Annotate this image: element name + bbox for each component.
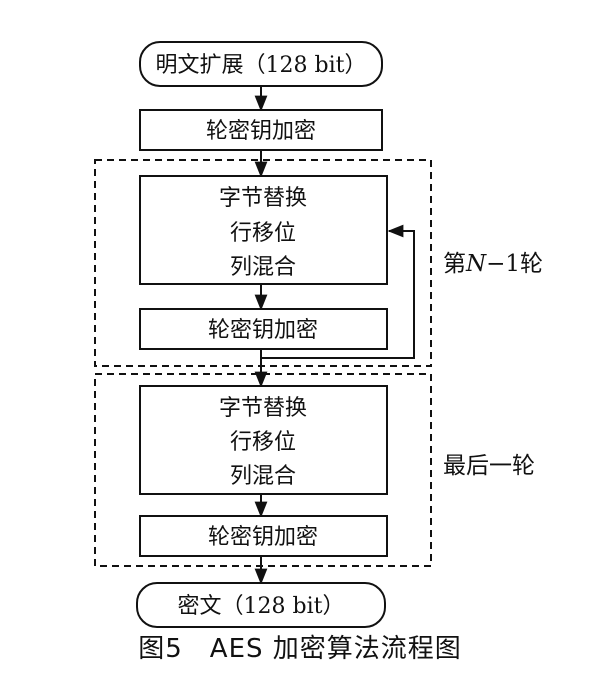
final-round-ops-box: [139, 385, 388, 495]
figure-caption: 图5 AES 加密算法流程图: [138, 634, 462, 664]
final-op-subbytes: 字节替换: [219, 396, 307, 421]
end-terminal: [136, 582, 386, 628]
round-n-minus-1-label: 第N−1轮: [443, 251, 543, 277]
final-op-mixcolumns: 列混合: [230, 464, 296, 489]
round-key-add-box: [139, 308, 388, 350]
initial-key-add-label: 轮密钥加密: [206, 119, 316, 144]
start-label: 明文扩展（128 bit）: [156, 53, 367, 78]
final-key-add-box: [139, 515, 388, 557]
round-op-subbytes: 字节替换: [219, 186, 307, 211]
final-key-add-label: 轮密钥加密: [208, 525, 318, 550]
round-op-mixcolumns: 列混合: [230, 255, 296, 280]
final-op-shiftrows: 行移位: [230, 430, 296, 455]
end-label: 密文（128 bit）: [178, 594, 345, 619]
loop-back-arrow: [260, 224, 415, 359]
initial-key-add-box: [139, 109, 383, 151]
round-key-add-label: 轮密钥加密: [208, 318, 318, 343]
round-ops-box: [139, 175, 388, 285]
round-n-minus-1-group: [94, 159, 432, 367]
final-round-label: 最后一轮: [443, 453, 535, 479]
round-op-shiftrows: 行移位: [230, 221, 296, 246]
